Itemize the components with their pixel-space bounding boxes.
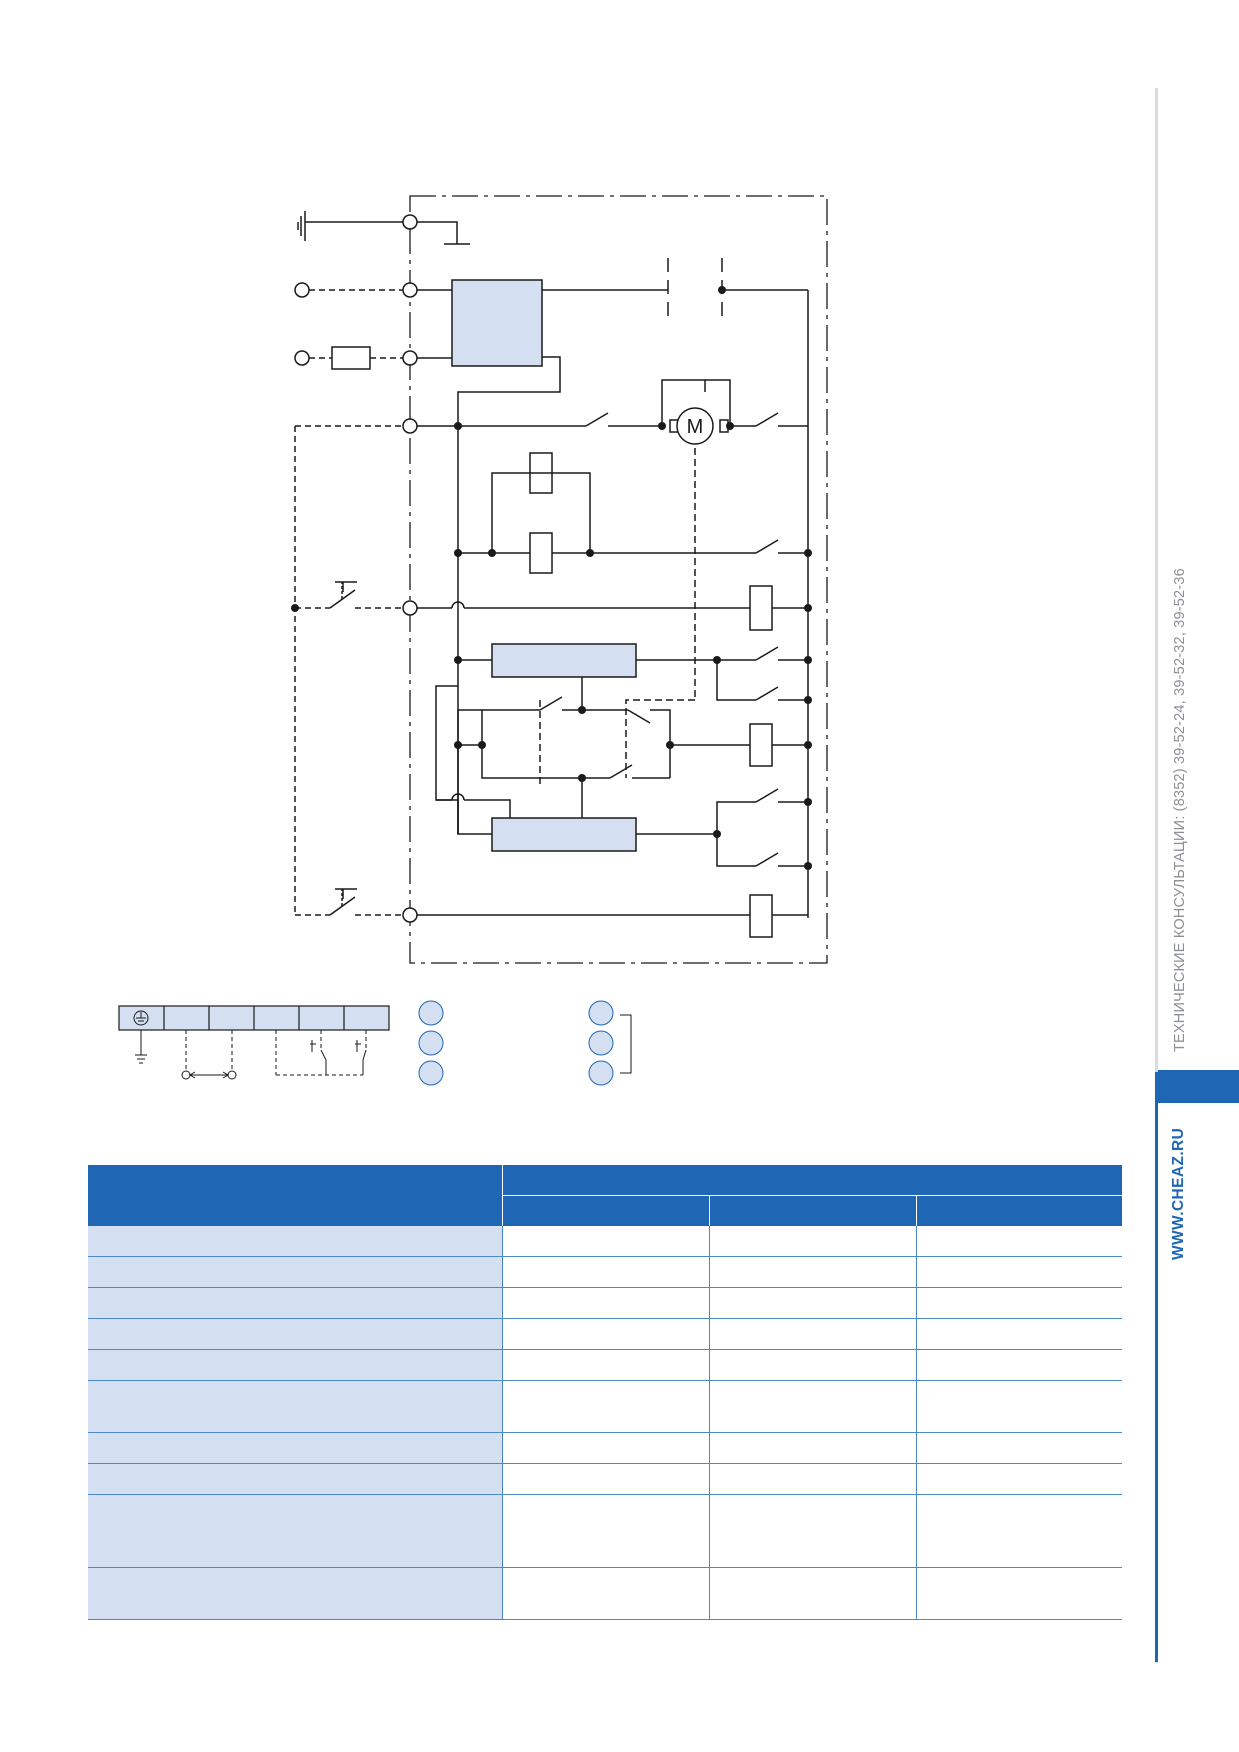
- row-label: [88, 1256, 502, 1288]
- sidebar-rule: [1155, 88, 1158, 1663]
- cell: [915, 1463, 1123, 1495]
- terminal-6: [402, 907, 418, 923]
- table-subheader-row: [88, 1195, 1123, 1226]
- cell: [501, 1287, 709, 1319]
- cell: [501, 1349, 709, 1381]
- control-module-upper: [491, 643, 637, 678]
- row-label: [88, 1349, 502, 1381]
- connector-legend: [118, 1000, 632, 1086]
- coil-open: [749, 585, 773, 631]
- table-row: [88, 1380, 1123, 1433]
- cell: [501, 1226, 709, 1257]
- table-row: [88, 1567, 1123, 1620]
- cell: [915, 1494, 1123, 1568]
- header-col-3: [915, 1195, 1123, 1226]
- cell: [708, 1256, 916, 1288]
- indicator-lamp-2: [418, 1030, 444, 1056]
- fuse: [331, 346, 371, 370]
- cell: [708, 1567, 916, 1620]
- row-label: [88, 1494, 502, 1568]
- indicator-lamp-6: [588, 1060, 614, 1086]
- cell: [708, 1318, 916, 1350]
- header-parameter: [88, 1165, 502, 1226]
- table-row: [88, 1287, 1123, 1319]
- table-row: [88, 1432, 1123, 1464]
- terminal-2-external: [294, 282, 310, 298]
- cell: [501, 1380, 709, 1433]
- cell: [708, 1287, 916, 1319]
- cell: [915, 1349, 1123, 1381]
- row-label: [88, 1463, 502, 1495]
- row-label: [88, 1567, 502, 1620]
- consultation-phones: ТЕХНИЧЕСКИЕ КОНСУЛЬТАЦИИ: (8352) 39-52-2…: [1172, 568, 1188, 1052]
- power-module: [451, 279, 543, 367]
- header-group: [501, 1165, 1123, 1196]
- cell: [915, 1287, 1123, 1319]
- enclosure-boundary: [409, 195, 828, 964]
- cell: [915, 1318, 1123, 1350]
- table-row: [88, 1349, 1123, 1381]
- ground-icon: [133, 1010, 149, 1026]
- table-row: [88, 1226, 1123, 1257]
- row-label: [88, 1432, 502, 1464]
- cell: [501, 1567, 709, 1620]
- indicator-lamp-3: [418, 1060, 444, 1086]
- motor-symbol: M: [676, 407, 714, 445]
- table-row: [88, 1256, 1123, 1288]
- indicator-lamp-5: [588, 1030, 614, 1056]
- ground-terminal: [297, 211, 470, 245]
- coil-interlock: [749, 723, 773, 767]
- terminal-5: [402, 600, 418, 616]
- table-row: [88, 1318, 1123, 1350]
- terminal-2: [402, 282, 418, 298]
- cell: [501, 1463, 709, 1495]
- specifications-table: [88, 1165, 1123, 1620]
- cell: [708, 1432, 916, 1464]
- cell: [708, 1226, 916, 1257]
- cell: [501, 1318, 709, 1350]
- cell: [708, 1349, 916, 1381]
- row-label: [88, 1287, 502, 1319]
- row-label: [88, 1380, 502, 1433]
- cell: [915, 1380, 1123, 1433]
- cell: [915, 1567, 1123, 1620]
- relay-coil-lower: [529, 532, 553, 574]
- row-label: [88, 1226, 502, 1257]
- row-label: [88, 1318, 502, 1350]
- terminal-3-external: [294, 350, 310, 366]
- control-module-lower: [491, 817, 637, 852]
- cell: [915, 1256, 1123, 1288]
- junction-dots: [291, 286, 812, 870]
- cell: [915, 1226, 1123, 1257]
- website-link[interactable]: WWW.CHEAZ.RU: [1170, 1127, 1187, 1260]
- sidebar-rule-accent: [1155, 1072, 1158, 1662]
- terminal-4: [402, 418, 418, 434]
- table-row: [88, 1494, 1123, 1568]
- lamp-bracket: [620, 1014, 632, 1074]
- header-col-2: [708, 1195, 916, 1226]
- cell: [708, 1463, 916, 1495]
- cell: [501, 1432, 709, 1464]
- indicator-lamp-4: [588, 1000, 614, 1026]
- header-col-1: [501, 1195, 709, 1226]
- cell: [708, 1494, 916, 1568]
- relay-coil-upper: [529, 452, 553, 494]
- cell: [501, 1256, 709, 1288]
- table-row: [88, 1463, 1123, 1495]
- table-header-row: [88, 1165, 1123, 1226]
- coil-close: [749, 894, 773, 938]
- cell: [915, 1432, 1123, 1464]
- terminal-3: [402, 350, 418, 366]
- indicator-lamp-1: [418, 1000, 444, 1026]
- cell: [708, 1380, 916, 1433]
- motor-label: M: [687, 416, 704, 438]
- sidebar-tab: [1158, 1070, 1239, 1103]
- cell: [501, 1494, 709, 1568]
